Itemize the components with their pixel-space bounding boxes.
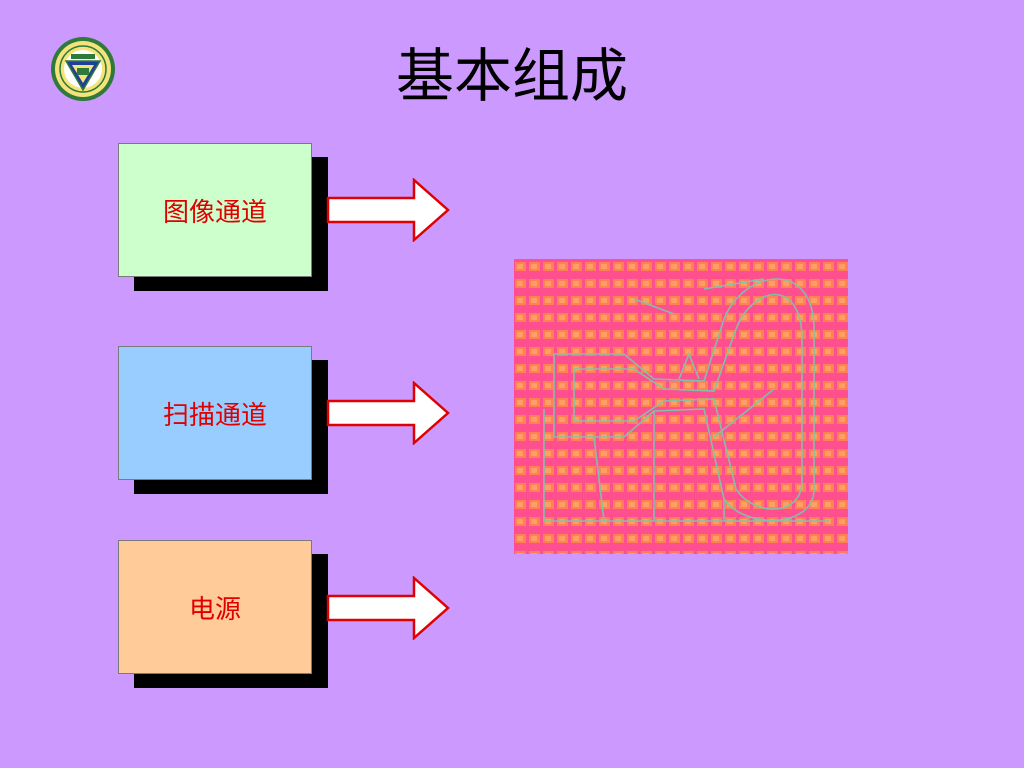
crt-diagram-image — [514, 259, 848, 554]
power-supply-label: 电源 — [118, 540, 312, 674]
university-seal-icon — [51, 37, 115, 101]
image-channel-label: 图像通道 — [118, 143, 312, 277]
power-supply-block: 电源 — [118, 540, 328, 688]
slide-title: 基本组成 — [395, 42, 628, 110]
scan-channel-label: 扫描通道 — [118, 346, 312, 480]
right-arrow-icon — [326, 576, 450, 640]
right-arrow-icon — [326, 381, 450, 445]
image-channel-block: 图像通道 — [118, 143, 328, 291]
right-arrow-icon — [326, 178, 450, 242]
scan-channel-block: 扫描通道 — [118, 346, 328, 494]
